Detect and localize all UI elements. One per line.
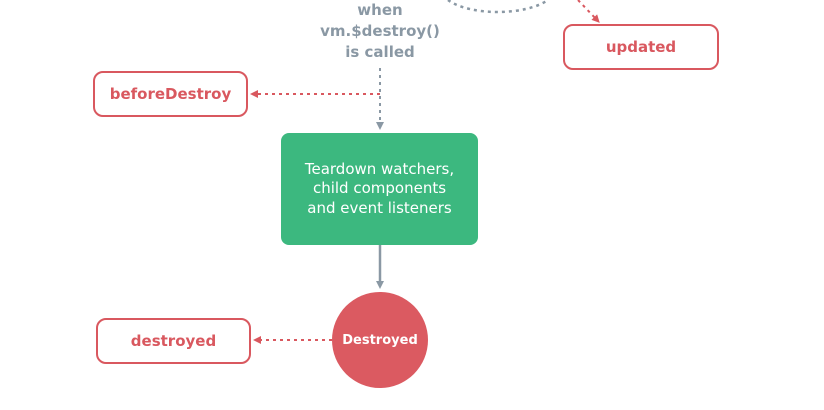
condition-line-3: is called <box>345 43 415 61</box>
loop-curve <box>447 0 549 14</box>
destroy-condition-label: when vm.$destroy() is called <box>300 0 460 63</box>
hook-destroyed: destroyed <box>96 318 251 364</box>
hook-before-destroy: beforeDestroy <box>93 71 248 117</box>
hook-updated: updated <box>563 24 719 70</box>
condition-line-2: vm.$destroy() <box>320 22 440 40</box>
destroyed-state-label: Destroyed <box>342 332 418 348</box>
destroyed-state-circle: Destroyed <box>332 292 428 388</box>
condition-line-1: when <box>357 1 403 19</box>
updated-connector <box>577 0 600 23</box>
teardown-label: Teardown watchers, child components and … <box>304 159 455 217</box>
teardown-process-box: Teardown watchers, child components and … <box>281 133 478 245</box>
